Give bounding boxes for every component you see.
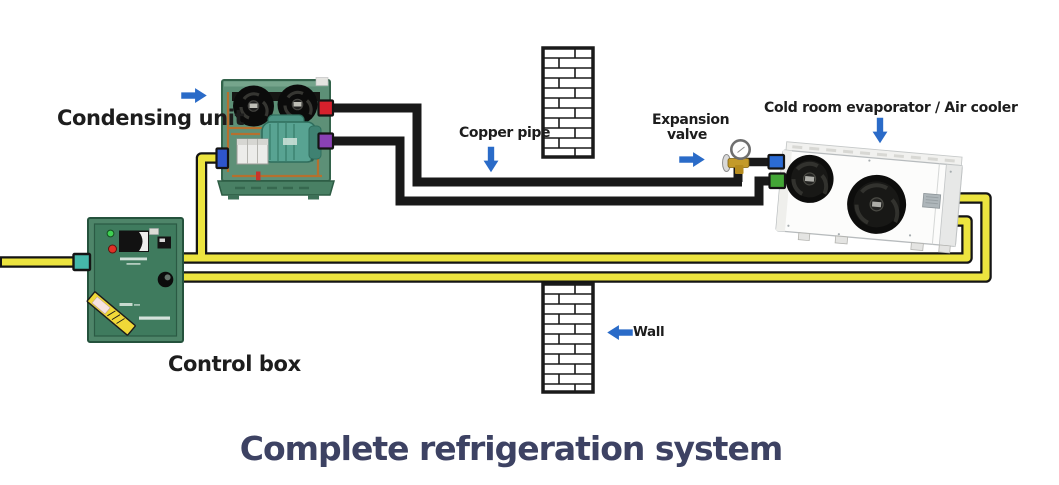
evaporator-illustration (775, 141, 963, 254)
cable-to-evaporator-inner (184, 217, 971, 262)
compressor (261, 114, 322, 163)
evaporator-arrow-icon (872, 117, 889, 144)
cable-to-evaporator-outer (181, 194, 990, 281)
condensing-unit-label: Condensing unit (57, 106, 245, 130)
contactor-block (236, 138, 269, 165)
green-indicator-light (106, 229, 115, 238)
connector-red (317, 99, 335, 117)
evaporator-fan-left (785, 154, 834, 203)
warning-sticker (86, 291, 136, 336)
connector-green-evaporator (768, 172, 787, 190)
connector-blue-evaporator (767, 153, 786, 170)
expansion-valve-label: Expansion valve (652, 112, 730, 143)
condenser-fan-left (233, 85, 274, 127)
wall-arrow-icon (607, 324, 633, 341)
control-box-label: Control box (168, 352, 301, 376)
red-indicator-light (108, 244, 117, 254)
expansion-valve-illustration (722, 139, 751, 182)
connector-blue-condensing (215, 147, 230, 170)
copper-pipe-arrow-icon (483, 146, 500, 173)
wall-label: Wall (633, 324, 665, 340)
expansion-valve-arrow-icon (679, 151, 705, 168)
control-box-illustration (72, 217, 184, 343)
copper-pipe-label: Copper pipe (459, 125, 551, 141)
wall-upper (541, 46, 595, 159)
copper-pipe-top (326, 103, 742, 187)
wall-lower (541, 282, 595, 394)
power-inlet-connector-teal (72, 252, 92, 272)
breaker-switch (157, 236, 171, 249)
valve-gauge (729, 139, 751, 161)
evaporator-fan-right (847, 174, 907, 234)
condensing-unit-arrow-icon (181, 87, 207, 104)
connector-purple (317, 132, 335, 150)
copper-pipe-bottom (326, 136, 776, 206)
diagram-title: Complete refrigeration system (239, 429, 783, 468)
evaporator-label: Cold room evaporator / Air cooler (764, 100, 1018, 116)
condensing-unit-illustration (215, 77, 335, 200)
